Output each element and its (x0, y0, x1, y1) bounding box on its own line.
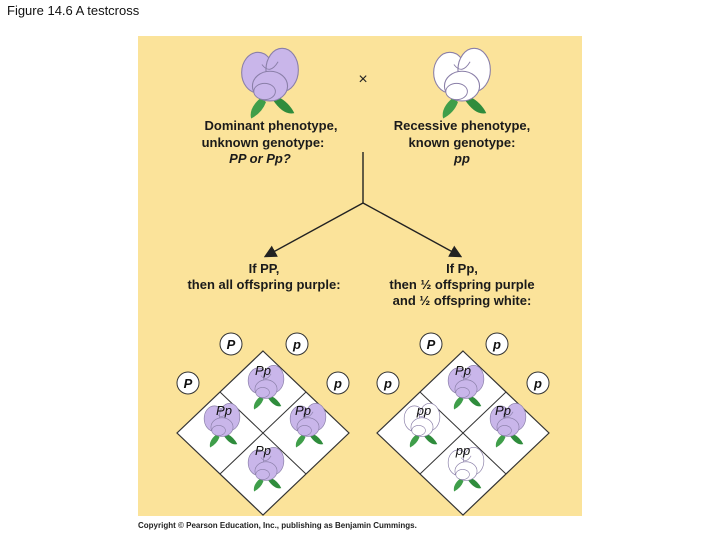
right-outcome-line2: then ½ offspring purple (389, 277, 534, 292)
genotype-top: Pp (255, 363, 271, 378)
dominant-label-line1: Dominant phenotype, (205, 118, 338, 133)
purple-parent-flower (242, 48, 299, 118)
genotype-bottom: pp (455, 443, 470, 458)
gamete-side-right-label: p (533, 376, 542, 391)
dominant-label-line3: PP or Pp? (229, 151, 291, 166)
right-outcome-line3: and ½ offspring white: (393, 293, 532, 308)
genotype-right: Pp (495, 403, 511, 418)
punnett-square-left: P p P p Pp Pp Pp Pp (177, 333, 349, 515)
gamete-top-right-label: p (292, 337, 301, 352)
gamete-top-left-label: P (427, 337, 436, 352)
copyright-notice: Copyright © Pearson Education, Inc., pub… (138, 521, 417, 530)
branch-arrows (266, 152, 460, 256)
genotype-top: Pp (455, 363, 471, 378)
gamete-top-right-label: p (492, 337, 501, 352)
left-outcome-line1: If PP, (249, 261, 280, 276)
punnett-square-right: P p p p Pp pp Pp pp (377, 333, 549, 515)
white-parent-flower (434, 48, 491, 118)
gamete-side-left-label: p (383, 376, 392, 391)
gamete-side-right-label: p (333, 376, 342, 391)
genotype-left: Pp (216, 403, 232, 418)
genotype-right: Pp (295, 403, 311, 418)
recessive-label-line2: known genotype: (409, 135, 516, 150)
genotype-bottom: Pp (255, 443, 271, 458)
genotype-left: pp (416, 403, 431, 418)
gamete-side-left-label: P (184, 376, 193, 391)
right-outcome-line1: If Pp, (446, 261, 478, 276)
recessive-label-line1: Recessive phenotype, (394, 118, 531, 133)
recessive-label-line3: pp (453, 151, 470, 166)
cross-symbol: × (358, 71, 367, 88)
gamete-top-left-label: P (227, 337, 236, 352)
left-outcome-line2: then all offspring purple: (187, 277, 340, 292)
dominant-label-line2: unknown genotype: (202, 135, 325, 150)
